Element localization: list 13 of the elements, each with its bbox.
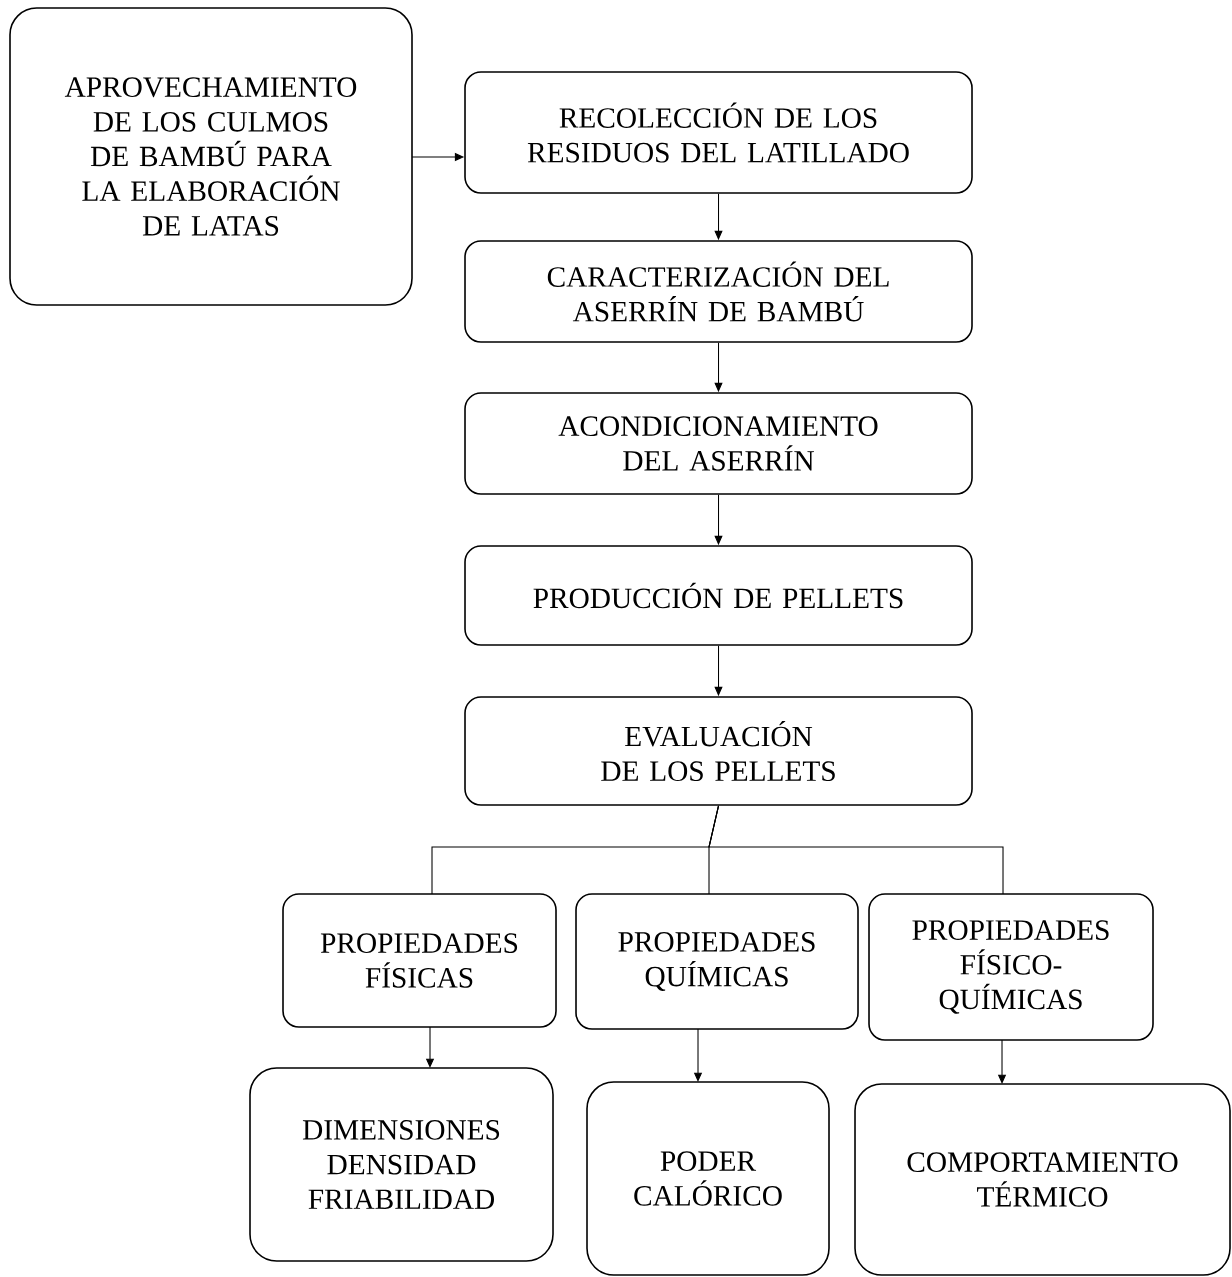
process-box: COMPORTAMIENTO TÉRMICO xyxy=(854,1083,1231,1276)
process-box: APROVECHAMIENTO DE LOS CULMOS DE BAMBÚ PARA LA ELABORACIÓN DE LATAS xyxy=(9,7,413,306)
process-box: DIMENSIONES DENSIDAD FRIABILIDAD xyxy=(249,1067,554,1262)
connector-line xyxy=(708,805,1004,895)
process-box: EVALUACIÓN DE LOS PELLETS xyxy=(464,696,973,806)
process-box: PROPIEDADES FÍSICO-QUÍMICAS xyxy=(868,893,1154,1041)
process-box: PODER CALÓRICO xyxy=(586,1081,830,1276)
process-box: RECOLECCIÓN DE LOS RESIDUOS DEL LATILLADO xyxy=(464,71,973,194)
process-box: CARACTERIZACIÓN DEL ASERRÍN DE BAMBÚ xyxy=(464,240,973,343)
process-box: PROPIEDADES QUÍMICAS xyxy=(575,893,859,1030)
process-box: PROPIEDADES FÍSICAS xyxy=(282,893,557,1028)
process-box: ACONDICIONAMIENTO DEL ASERRÍN xyxy=(464,392,973,495)
process-box: PRODUCCIÓN DE PELLETS xyxy=(464,545,973,646)
